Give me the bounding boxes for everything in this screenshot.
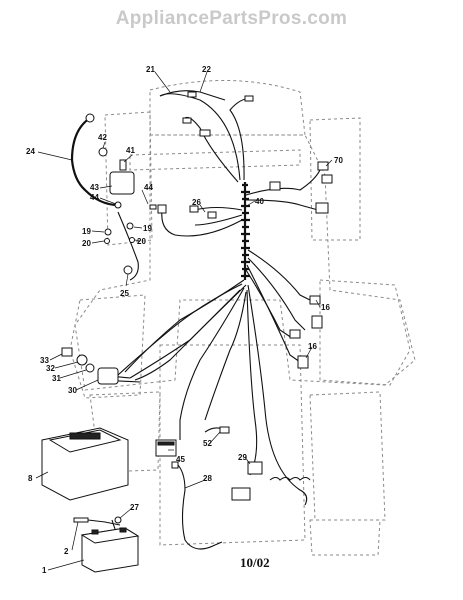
- connector-70b: [321, 174, 333, 184]
- terminal-25: [123, 265, 133, 275]
- callout-25: 25: [120, 289, 129, 298]
- callout-44b: 44: [144, 183, 153, 192]
- starter-solenoid: [109, 171, 135, 195]
- connector-26a: [189, 205, 199, 213]
- callout-27: 27: [130, 503, 139, 512]
- wire-harness: [70, 90, 321, 550]
- connector-top-mid: [199, 129, 211, 137]
- callout-24: 24: [26, 147, 35, 156]
- connector-21: [182, 117, 192, 124]
- connector-26b: [207, 211, 217, 219]
- switch-16a: [309, 295, 321, 305]
- callout-33: 33: [40, 356, 49, 365]
- callout-1: 1: [42, 566, 47, 575]
- callout-45: 45: [176, 455, 185, 464]
- key-33: [61, 347, 73, 357]
- revision-date: 10/02: [240, 555, 270, 570]
- callout-16b: 16: [308, 342, 317, 351]
- nut-31: [85, 363, 95, 373]
- bolt-41: [119, 159, 127, 171]
- callout-26: 26: [192, 198, 201, 207]
- connector-16d: [289, 329, 301, 339]
- battery-terminal-neg: [119, 527, 127, 533]
- connector-70a: [317, 161, 329, 171]
- connector-26c: [157, 204, 167, 214]
- battery-terminal-pos: [91, 529, 99, 535]
- bolt-2: [73, 517, 89, 523]
- clip-28: [171, 461, 179, 469]
- tray-grid: [69, 432, 101, 440]
- callout-8: 8: [28, 474, 33, 483]
- callouts: 21 22 24 42 41 43 44 44 19 20 19 20 25 2…: [26, 65, 343, 575]
- connector-22b: [244, 95, 254, 102]
- connector-70c: [269, 181, 281, 191]
- ignition-switch-30: [97, 367, 119, 385]
- nut-27: [114, 516, 122, 524]
- callout-28: 28: [203, 474, 212, 483]
- terminal-42: [98, 147, 108, 157]
- connector-40-right: [315, 202, 329, 214]
- callout-29: 29: [238, 453, 247, 462]
- callout-19a: 19: [82, 227, 91, 236]
- connector-52: [219, 426, 230, 434]
- callout-31: 31: [52, 374, 61, 383]
- callout-30: 30: [68, 386, 77, 395]
- callout-40: 40: [255, 197, 264, 206]
- leader-lines: [35, 71, 333, 571]
- callout-20a: 20: [82, 239, 91, 248]
- callout-44a: 44: [90, 193, 99, 202]
- connector-29b: [231, 487, 251, 501]
- callout-42: 42: [98, 133, 107, 142]
- terminal-24: [85, 113, 95, 123]
- callout-2: 2: [64, 547, 69, 556]
- callout-20b: 20: [137, 237, 146, 246]
- callout-16a: 16: [321, 303, 330, 312]
- callout-52: 52: [203, 439, 212, 448]
- switch-16c: [297, 355, 309, 369]
- nut-44: [114, 201, 122, 209]
- callout-70: 70: [334, 156, 343, 165]
- connector-22: [187, 91, 197, 98]
- bezel-32: [76, 354, 88, 366]
- components: [41, 91, 333, 573]
- callout-19b: 19: [143, 224, 152, 233]
- bolt-44b: [149, 204, 157, 210]
- switch-16b: [311, 315, 323, 329]
- callout-32: 32: [46, 364, 55, 373]
- nut-20a: [104, 238, 110, 244]
- part-29: [247, 461, 263, 475]
- module-45-pins: [157, 441, 175, 446]
- callout-22: 22: [202, 65, 211, 74]
- washer-19b: [104, 228, 112, 236]
- callout-41: 41: [126, 146, 135, 155]
- washer-19a: [126, 222, 134, 230]
- callout-21: 21: [146, 65, 155, 74]
- callout-43: 43: [90, 183, 99, 192]
- chassis-outline: [69, 79, 416, 556]
- watermark: AppliancePartsPros.com: [115, 8, 348, 29]
- nut-20b: [129, 237, 135, 243]
